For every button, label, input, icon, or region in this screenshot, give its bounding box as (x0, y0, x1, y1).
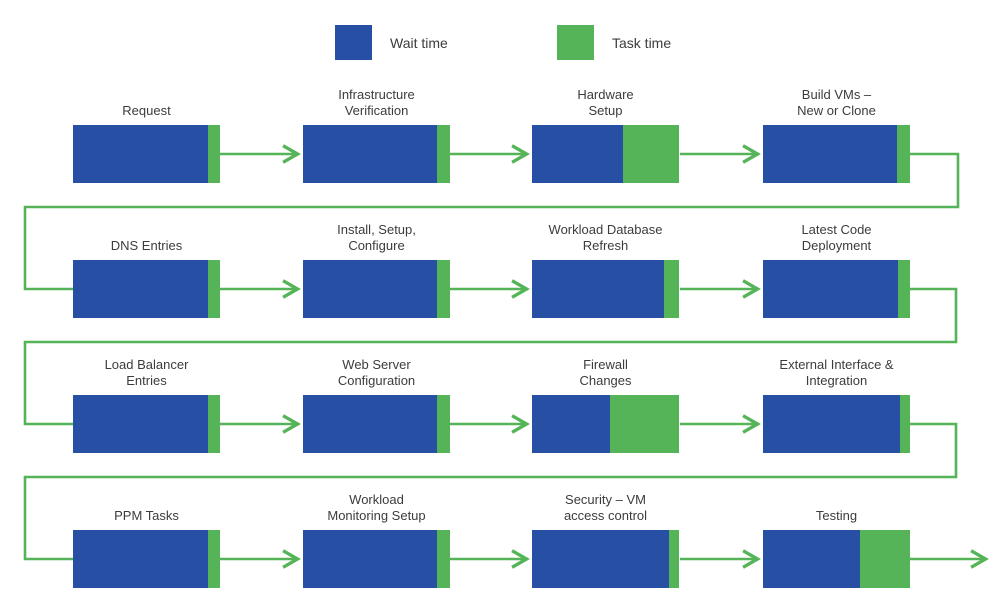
wait-task-bar (303, 260, 450, 318)
wait-task-bar (303, 395, 450, 453)
task-segment (899, 395, 910, 453)
task-time-legend-swatch (557, 25, 594, 60)
step-label: DNS Entries (110, 238, 183, 253)
step-workload-database-refresh: Workload Database Refresh (532, 216, 679, 318)
task-segment (664, 260, 679, 318)
wait-task-bar (73, 395, 220, 453)
task-segment (896, 125, 910, 183)
step-build-vms-new-or-clone: Build VMs – New or Clone (763, 81, 910, 183)
step-label: Infrastructure Verification (338, 87, 415, 118)
wait-segment (303, 395, 437, 453)
step-dns-entries: DNS Entries (73, 216, 220, 318)
wait-segment (532, 530, 669, 588)
task-segment (208, 125, 220, 183)
step-label: Workload Database Refresh (548, 222, 663, 253)
step-label: Latest Code Deployment (801, 222, 872, 253)
task-segment (208, 530, 220, 588)
wait-segment (763, 125, 897, 183)
step-install-setup-configure: Install, Setup, Configure (303, 216, 450, 318)
wait-time-legend-swatch (335, 25, 372, 60)
wait-segment (73, 395, 209, 453)
task-segment (436, 395, 450, 453)
wait-task-bar (763, 125, 910, 183)
wait-segment (532, 125, 624, 183)
wait-segment (532, 260, 665, 318)
step-label: External Interface & Integration (779, 357, 894, 388)
wait-task-bar (532, 530, 679, 588)
task-segment (436, 260, 450, 318)
task-segment (208, 395, 220, 453)
wait-segment (303, 125, 437, 183)
step-label: Install, Setup, Configure (337, 222, 416, 253)
step-label: Workload Monitoring Setup (327, 492, 426, 523)
step-latest-code-deployment: Latest Code Deployment (763, 216, 910, 318)
step-ppm-tasks: PPM Tasks (73, 486, 220, 588)
step-label: Request (122, 103, 171, 118)
wait-segment (763, 260, 899, 318)
wait-task-bar (763, 395, 910, 453)
wait-task-bar (73, 260, 220, 318)
task-segment (898, 260, 910, 318)
task-segment (208, 260, 220, 318)
wait-segment (73, 125, 209, 183)
wait-task-bar (532, 125, 679, 183)
wait-task-bar (73, 530, 220, 588)
step-hardware-setup: Hardware Setup (532, 81, 679, 183)
wait-segment (303, 260, 437, 318)
step-request: Request (73, 81, 220, 183)
step-web-server-configuration: Web Server Configuration (303, 351, 450, 453)
wait-task-bar (73, 125, 220, 183)
task-segment (623, 125, 679, 183)
step-testing: Testing (763, 486, 910, 588)
wait-time-legend-label: Wait time (390, 34, 448, 51)
wait-task-bar (303, 530, 450, 588)
step-label: Build VMs – New or Clone (797, 87, 876, 118)
step-label: Web Server Configuration (337, 357, 416, 388)
wait-task-bar (763, 530, 910, 588)
step-firewall-changes: Firewall Changes (532, 351, 679, 453)
task-segment (436, 530, 450, 588)
task-segment (668, 530, 679, 588)
step-label: PPM Tasks (114, 508, 179, 523)
task-segment (436, 125, 450, 183)
wait-task-bar (763, 260, 910, 318)
wait-segment (763, 530, 861, 588)
step-load-balancer-entries: Load Balancer Entries (73, 351, 220, 453)
wait-segment (73, 260, 209, 318)
step-workload-monitoring-setup: Workload Monitoring Setup (303, 486, 450, 588)
step-external-interface-integration: External Interface & Integration (763, 351, 910, 453)
wait-task-bar (532, 260, 679, 318)
wait-segment (73, 530, 209, 588)
step-label: Firewall Changes (579, 357, 632, 388)
task-time-legend-label: Task time (612, 34, 672, 51)
step-label: Load Balancer Entries (104, 357, 189, 388)
wait-segment (532, 395, 610, 453)
wait-segment (763, 395, 900, 453)
task-segment (609, 395, 679, 453)
step-label: Testing (815, 508, 858, 523)
task-segment (860, 530, 910, 588)
step-label: Hardware Setup (577, 87, 634, 118)
wait-task-bar (532, 395, 679, 453)
step-security-vm-access-control: Security – VM access control (532, 486, 679, 588)
wait-segment (303, 530, 437, 588)
step-infrastructure-verification: Infrastructure Verification (303, 81, 450, 183)
step-label: Security – VM access control (563, 492, 648, 523)
wait-task-bar (303, 125, 450, 183)
